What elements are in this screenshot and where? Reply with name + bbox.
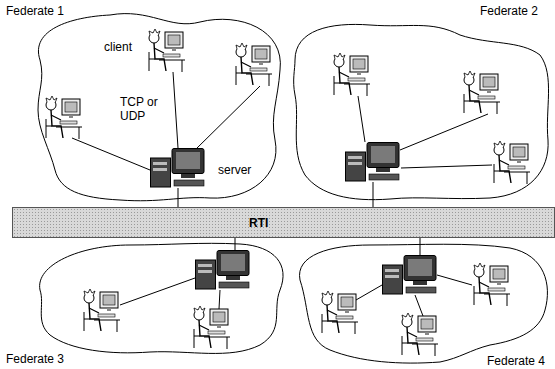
band-title: RTI (249, 216, 268, 230)
federate-outline (292, 242, 552, 368)
server-computer (151, 149, 205, 188)
federate-outline-path (300, 244, 548, 363)
wire (437, 275, 472, 285)
wire (401, 165, 492, 168)
client-label: client (104, 40, 132, 54)
federate-outline-path (38, 14, 280, 201)
wire (356, 285, 382, 300)
server-computer (196, 251, 250, 290)
server-computer (383, 256, 437, 295)
federate-name: Federate 3 (6, 352, 64, 366)
network-link (420, 238, 421, 242)
wire (178, 188, 179, 204)
federate-region: Federate 4 (292, 242, 552, 368)
client-computer (84, 289, 120, 332)
wire (219, 290, 220, 309)
wire (415, 295, 423, 316)
server-label: server (218, 163, 251, 177)
client-computer (334, 53, 370, 96)
client-computer (494, 141, 530, 184)
wire (358, 96, 365, 142)
rti-band: RTI (12, 207, 555, 238)
federate-outline (290, 3, 552, 204)
federate-outline (4, 242, 288, 368)
wire (373, 182, 374, 204)
client-computer (236, 43, 272, 86)
wire (195, 86, 260, 150)
federate-name: Federate 1 (6, 4, 64, 18)
client-computer (474, 263, 510, 306)
wire (235, 242, 236, 250)
federate-region: Federate 3 (4, 242, 288, 368)
wire (120, 278, 195, 305)
client-computer (322, 291, 358, 334)
wire (72, 138, 150, 170)
protocol-label: TCP or UDP (120, 95, 166, 123)
federate-region: Federate 2 (290, 3, 552, 204)
federate-name: Federate 2 (480, 4, 538, 18)
federate-outline-path (40, 243, 283, 353)
wire (400, 114, 488, 150)
federate-name: Federate 4 (487, 354, 545, 368)
client-computer (149, 29, 185, 72)
client-computer (464, 71, 500, 114)
client-computer (402, 313, 438, 356)
federate-outline-path (294, 24, 549, 199)
server-computer (346, 143, 400, 182)
client-computer (194, 306, 230, 349)
network-link (235, 238, 236, 242)
client-computer (46, 96, 82, 139)
wire (173, 72, 178, 148)
network-wires (72, 72, 492, 316)
